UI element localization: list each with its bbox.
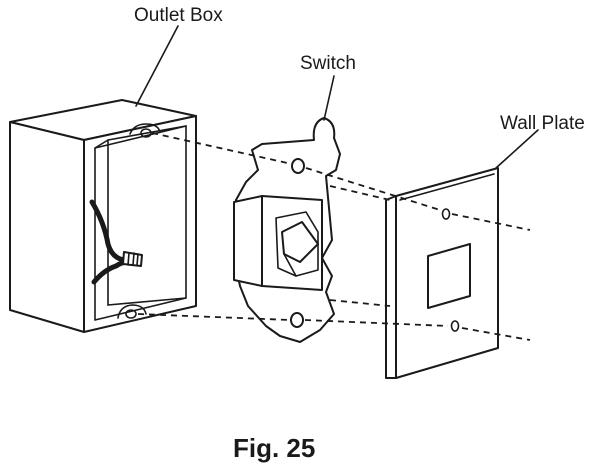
- wall-plate-label: Wall Plate: [500, 113, 585, 134]
- outlet-box-label: Outlet Box: [134, 5, 223, 26]
- wall-plate: [385, 167, 499, 379]
- outlet-box: [9, 99, 197, 333]
- alignment-lines: [137, 132, 531, 341]
- box-wires: [89, 199, 143, 285]
- switch-label: Switch: [300, 53, 356, 74]
- figure-caption: Fig. 25: [233, 433, 315, 463]
- leader-lines: [135, 25, 539, 169]
- switch: [233, 117, 341, 343]
